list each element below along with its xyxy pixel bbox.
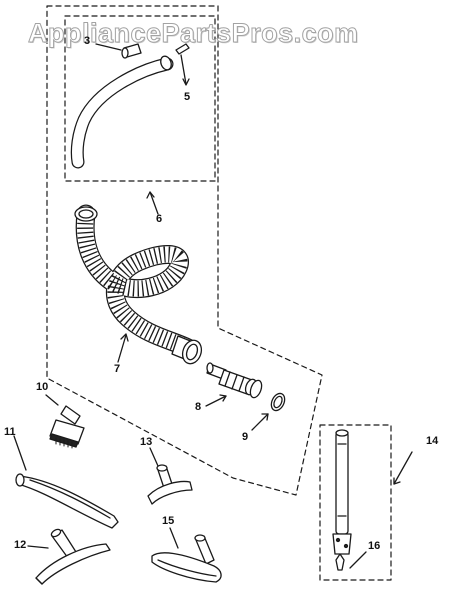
callout-13: 13 [140, 436, 153, 448]
assembly-outline [46, 5, 323, 496]
wand-set-box [319, 424, 392, 581]
callout-6: 6 [156, 213, 163, 225]
watermark-text: AppliancePartsPros.com [28, 18, 359, 49]
callout-8: 8 [195, 401, 202, 413]
part-12-floor-nozzle [27, 528, 111, 585]
part-10-brush [45, 394, 85, 449]
part-14-wand [332, 429, 413, 571]
part-8-adapter [205, 362, 263, 407]
callout-15: 15 [162, 515, 175, 527]
callout-5: 5 [184, 91, 191, 103]
part-5-clip [175, 43, 190, 86]
callout-7: 7 [114, 363, 121, 375]
part-9-ring [251, 392, 286, 431]
part-15-floor-tool [151, 527, 222, 583]
callout-9: 9 [242, 431, 249, 443]
subassembly-box [64, 15, 216, 182]
callout-16: 16 [368, 540, 381, 552]
part-11-crevice-tool [13, 435, 119, 529]
part-7-flexible-hose [74, 204, 203, 365]
callout-14: 14 [426, 435, 439, 447]
callout-10: 10 [36, 381, 49, 393]
part-6-curved-tube [70, 55, 174, 215]
part-3-cuff [95, 43, 142, 59]
callout-12: 12 [14, 539, 27, 551]
callout-11: 11 [4, 426, 16, 438]
callout-3: 3 [84, 35, 91, 47]
part-13-upholstery-tool [147, 447, 193, 505]
